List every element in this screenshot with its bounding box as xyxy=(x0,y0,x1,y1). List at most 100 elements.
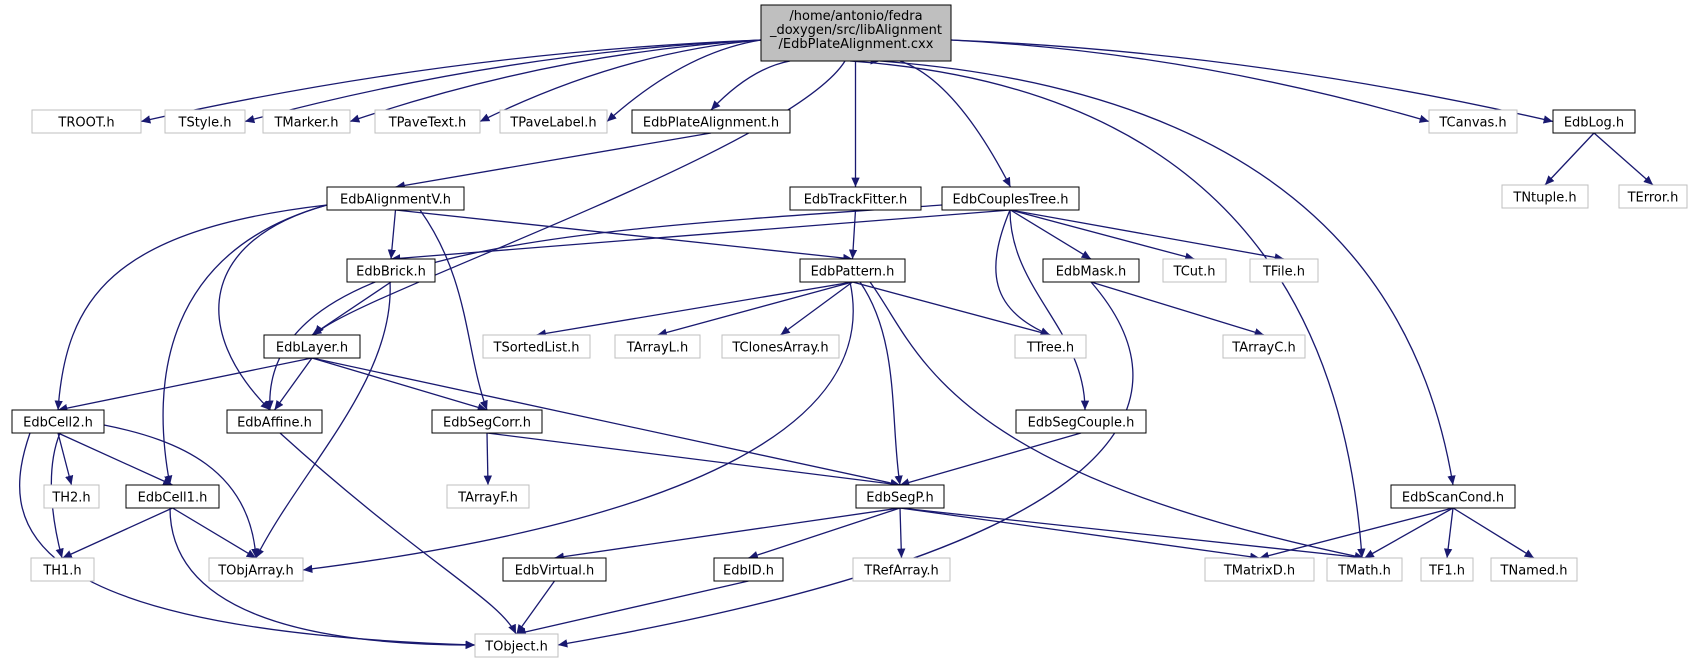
edges-layer xyxy=(18,39,1654,650)
node-label: EdbCell1.h xyxy=(138,491,208,506)
node-tmarker: TMarker.h xyxy=(262,109,351,134)
node-label: EdbTrackFitter.h xyxy=(804,193,908,208)
node-label: EdbVirtual.h xyxy=(515,564,595,579)
edge-edblayer-to-edbsegp xyxy=(311,357,901,488)
root-node-label-line: /EdbPlateAlignment.cxx xyxy=(779,37,934,52)
node-edbsegp[interactable]: EdbSegP.h xyxy=(855,484,945,509)
edge-edbscancond-to-tmatrixd xyxy=(1259,507,1454,560)
node-edbcell1[interactable]: EdbCell1.h xyxy=(125,484,220,509)
root-node-box xyxy=(760,4,952,62)
edge-root-to-tcanvas xyxy=(950,39,1430,123)
edge-edbalignmentv-to-edbcell2 xyxy=(54,204,328,411)
node-box xyxy=(30,557,95,582)
node-edblayer[interactable]: EdbLayer.h xyxy=(263,334,361,359)
node-label: TF1.h xyxy=(1428,564,1465,579)
node-box[interactable] xyxy=(263,334,361,359)
node-box[interactable] xyxy=(789,186,922,211)
root-node: /home/antonio/fedra_doxygen/src/libAlign… xyxy=(760,4,952,62)
edge-edbsegp-to-trefarray xyxy=(897,507,906,559)
node-label: TNtuple.h xyxy=(1512,191,1576,206)
edge-edbcouplestree-to-edbsegcouple xyxy=(1009,209,1090,411)
node-box[interactable] xyxy=(1390,484,1516,509)
node-box[interactable] xyxy=(125,484,220,509)
node-edbscancond[interactable]: EdbScanCond.h xyxy=(1390,484,1516,509)
edge-edbalignmentv-to-edbaffine xyxy=(218,204,328,411)
node-edbvirtual[interactable]: EdbVirtual.h xyxy=(502,557,607,582)
node-edbmask[interactable]: EdbMask.h xyxy=(1042,258,1140,283)
node-box xyxy=(1428,109,1518,134)
node-edbsegcorr[interactable]: EdbSegCorr.h xyxy=(431,409,543,434)
edge-edbsegp-to-edbvirtual xyxy=(554,507,901,561)
node-label: TH1.h xyxy=(42,564,81,579)
node-label: EdbMask.h xyxy=(1056,265,1127,280)
node-box[interactable] xyxy=(1552,109,1636,134)
node-box xyxy=(474,633,559,658)
node-box xyxy=(1618,184,1688,209)
edge-root-to-edbplatealignment xyxy=(710,60,791,111)
node-box[interactable] xyxy=(431,409,543,434)
node-label: EdbLayer.h xyxy=(276,341,348,356)
node-edbcouplestree[interactable]: EdbCouplesTree.h xyxy=(941,186,1080,211)
edge-root-to-tmarker xyxy=(349,39,762,123)
node-label: EdbCouplesTree.h xyxy=(952,193,1068,208)
edge-edbalignmentv-to-edbbrick xyxy=(387,209,397,260)
edge-edbalignmentv-to-edbsegcorr xyxy=(419,209,488,411)
node-label: TPaveText.h xyxy=(388,116,467,131)
node-box xyxy=(1501,184,1589,209)
edge-edbcouplestree-to-tfile xyxy=(1010,209,1285,262)
edge-root-to-troot xyxy=(140,39,762,124)
edge-edbcouplestree-to-ttree xyxy=(995,209,1051,336)
node-edbsegcouple[interactable]: EdbSegCouple.h xyxy=(1015,409,1147,434)
edge-edbscancond-to-tnamed xyxy=(1452,507,1535,559)
node-tsortedlist: TSortedList.h xyxy=(482,334,591,359)
edge-edblayer-to-edbcell2 xyxy=(57,357,313,413)
edge-edbpattern-to-tclonesarray xyxy=(780,281,853,336)
node-box[interactable] xyxy=(326,186,465,211)
node-box xyxy=(164,109,246,134)
node-label: EdbAlignmentV.h xyxy=(340,193,451,208)
node-edbpattern[interactable]: EdbPattern.h xyxy=(799,258,906,283)
node-label: TCanvas.h xyxy=(1438,116,1506,131)
edge-edbbrick-to-edblayer xyxy=(311,281,392,336)
node-edbalignmentv[interactable]: EdbAlignmentV.h xyxy=(326,186,465,211)
node-edbcell2[interactable]: EdbCell2.h xyxy=(11,409,105,434)
edge-edblayer-to-edbsegcorr xyxy=(311,357,488,412)
edge-edbplatealignment-to-edbalignmentv xyxy=(395,132,712,190)
edge-edbcouplestree-to-tcut xyxy=(1010,209,1195,261)
node-box[interactable] xyxy=(799,258,906,283)
node-box[interactable] xyxy=(631,109,791,134)
edge-edbpattern-to-tsortedlist xyxy=(536,281,853,338)
node-edbplatealignment[interactable]: EdbPlateAlignment.h xyxy=(631,109,791,134)
node-box xyxy=(1490,557,1578,582)
node-edblog[interactable]: EdbLog.h xyxy=(1552,109,1636,134)
node-box[interactable] xyxy=(226,409,323,434)
node-box xyxy=(852,557,951,582)
node-label: TError.h xyxy=(1627,191,1679,206)
node-box[interactable] xyxy=(1015,409,1147,434)
edge-edblog-to-tntuple xyxy=(1544,132,1595,186)
node-box xyxy=(499,109,608,134)
node-edbtrackfitter[interactable]: EdbTrackFitter.h xyxy=(789,186,922,211)
node-label: EdbPattern.h xyxy=(811,265,895,280)
edge-root-to-tpavetext xyxy=(479,39,762,123)
node-tobject: TObject.h xyxy=(474,633,559,658)
node-box[interactable] xyxy=(941,186,1080,211)
node-tarrayl: TArrayL.h xyxy=(614,334,701,359)
node-box[interactable] xyxy=(713,557,784,582)
node-label: EdbCell2.h xyxy=(23,416,93,431)
node-box[interactable] xyxy=(855,484,945,509)
node-label: TSortedList.h xyxy=(493,341,580,356)
node-box[interactable] xyxy=(502,557,607,582)
node-edbaffine[interactable]: EdbAffine.h xyxy=(226,409,323,434)
node-edbbrick[interactable]: EdbBrick.h xyxy=(346,258,436,283)
node-th1: TH1.h xyxy=(30,557,95,582)
node-box[interactable] xyxy=(1042,258,1140,283)
node-edbid[interactable]: EdbID.h xyxy=(713,557,784,582)
edge-edbcouplestree-to-edbbrick xyxy=(390,209,1011,263)
edge-edbcell1-to-th1 xyxy=(62,507,173,559)
node-box[interactable] xyxy=(346,258,436,283)
edge-edbpattern-to-tobjarray xyxy=(302,281,854,573)
edge-root-to-tpavelabel xyxy=(606,39,762,122)
edge-edbpattern-to-tarrayl xyxy=(657,281,853,337)
node-box[interactable] xyxy=(11,409,105,434)
